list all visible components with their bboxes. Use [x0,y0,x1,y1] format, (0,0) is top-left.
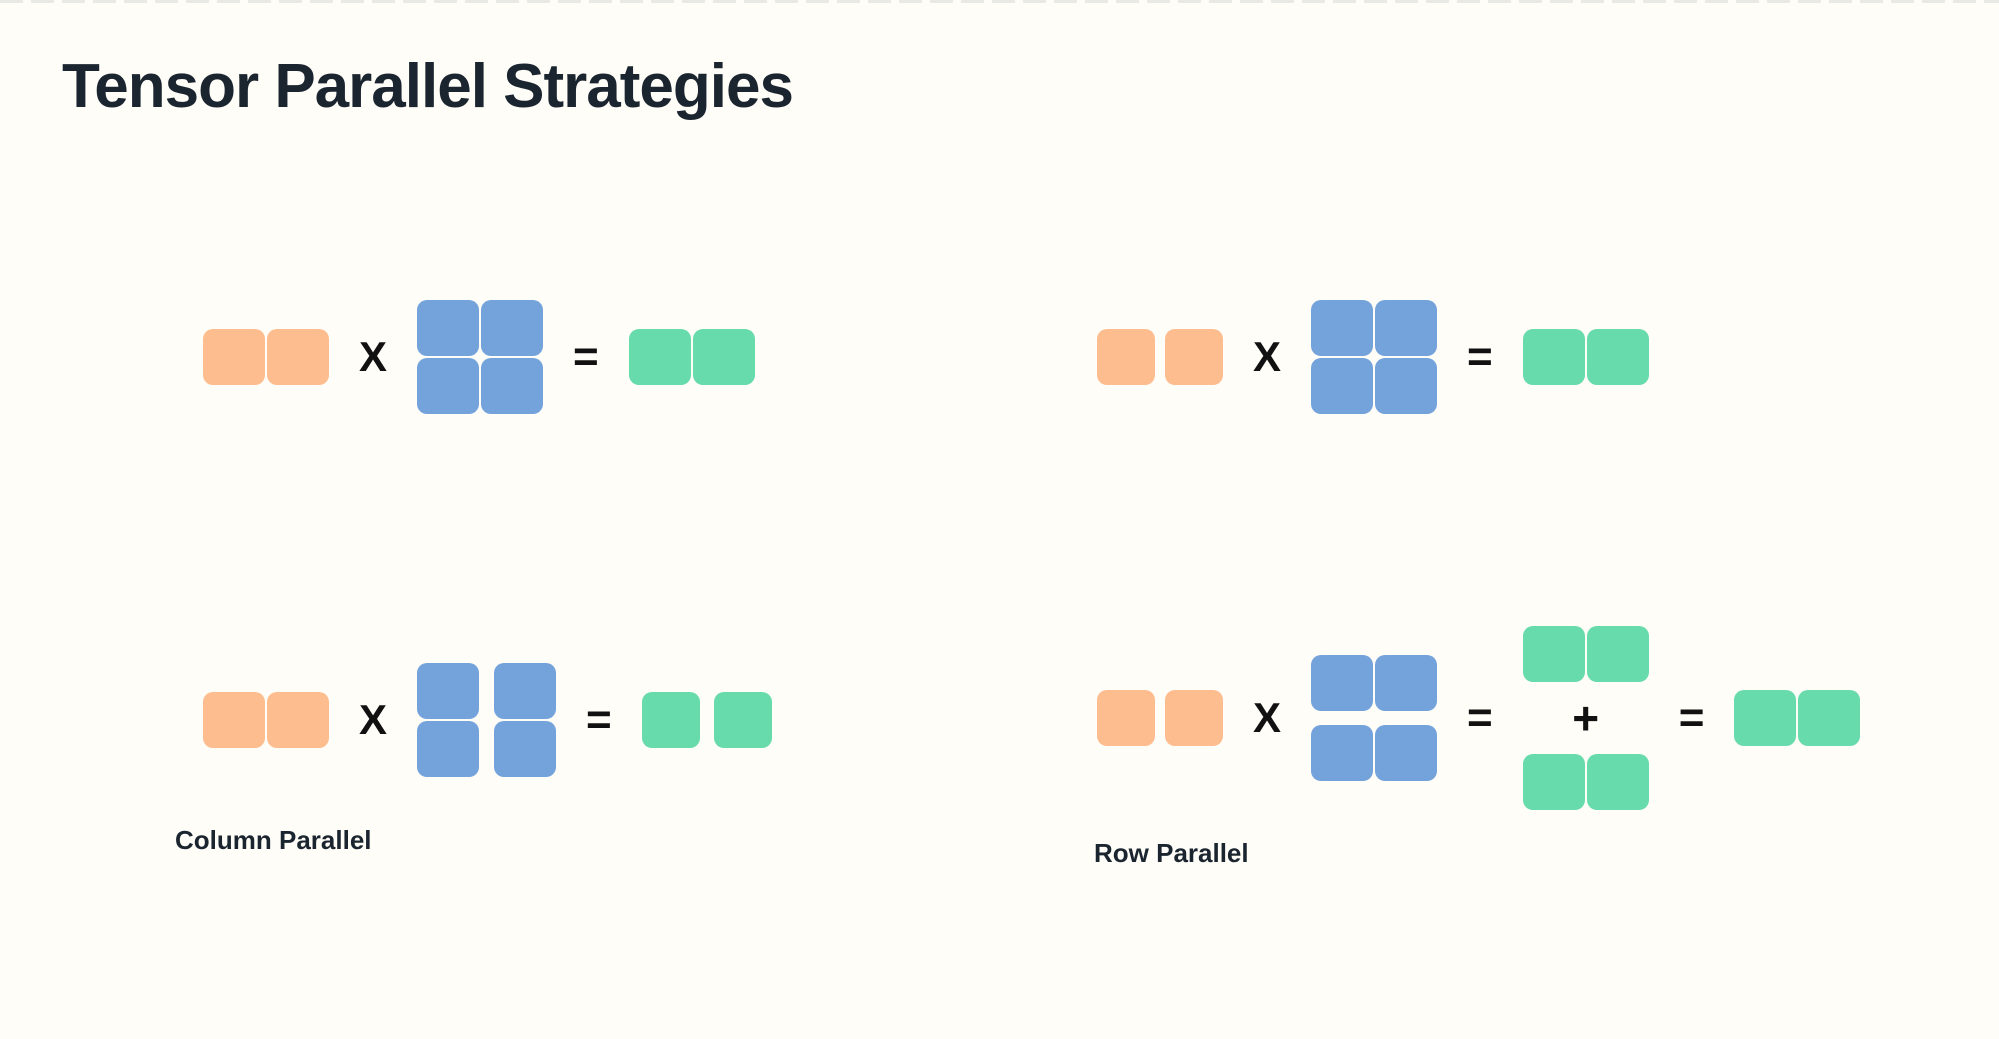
input-block [267,329,329,385]
output-block [1798,690,1861,746]
weight-block [1311,725,1374,781]
input-vector-split [1097,329,1223,385]
weight-block [481,300,544,356]
column-parallel-label: Column Parallel [175,825,372,855]
page-title: Tensor Parallel Strategies [62,52,794,121]
partial-sum-stack: + [1522,626,1649,810]
multiply-operator: X [359,333,388,380]
weight-matrix [417,300,544,414]
input-vector [203,692,329,748]
weight-matrix [1311,300,1438,414]
output-block [692,329,755,385]
equals-operator: = [1467,332,1493,381]
input-block [1097,690,1155,746]
output-block [1734,690,1797,746]
weight-block [494,663,557,719]
output-vector [1522,329,1649,385]
weight-block [1311,358,1374,414]
output-block [1522,754,1585,810]
weight-block [481,358,544,414]
equals-operator: = [1467,693,1493,742]
output-vector [1734,690,1861,746]
input-vector [203,329,329,385]
input-block [1165,329,1223,385]
input-block [203,329,265,385]
weight-block [417,663,480,719]
weight-matrix-row-split [1311,655,1438,781]
weight-block [1375,725,1438,781]
input-vector-split [1097,690,1223,746]
weight-block [1375,358,1438,414]
multiply-operator: X [359,696,388,743]
output-block [1522,329,1585,385]
diagram-row-parallel: X = + = [1097,625,1861,811]
weight-block [1311,655,1374,711]
weight-block [417,721,480,777]
diagram-column-parallel: X = [203,663,772,777]
output-block [1522,626,1585,682]
output-vector-split [641,692,772,748]
weight-block [417,300,480,356]
output-block [641,692,700,748]
input-block [267,692,329,748]
output-block [1586,754,1649,810]
equals-operator: = [573,332,599,381]
multiply-operator: X [1253,333,1282,380]
diagram-top-right: X = [1097,300,1649,414]
partial-output-vector [1522,626,1649,682]
weight-block [417,358,480,414]
output-block [628,329,691,385]
weight-matrix-column-split [417,663,557,777]
output-block [1586,626,1649,682]
partial-output-vector [1522,754,1649,810]
input-block [203,692,265,748]
equals-operator: = [586,695,612,744]
output-block [713,692,772,748]
diagram-top-left: X = [203,300,755,414]
plus-operator: + [1572,692,1600,744]
equals-operator: = [1678,693,1705,742]
input-block [1097,329,1155,385]
weight-block [1375,655,1438,711]
weight-block [1311,300,1374,356]
weight-block [1375,300,1438,356]
input-block [1165,690,1223,746]
canvas-edge-dashes [0,0,1999,3]
multiply-operator: X [1253,694,1282,741]
weight-block [494,721,557,777]
row-parallel-label: Row Parallel [1094,838,1249,868]
output-vector [628,329,755,385]
output-block [1586,329,1649,385]
